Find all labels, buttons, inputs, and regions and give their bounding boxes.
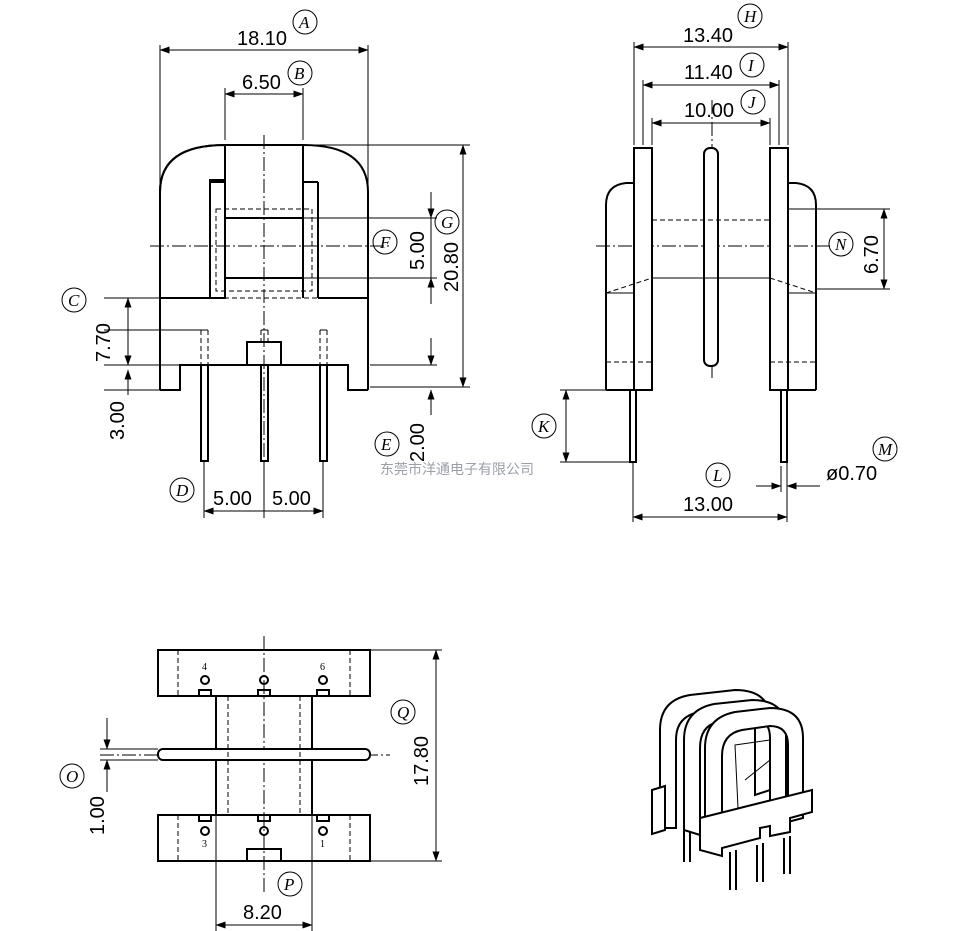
dim-a-value: 18.10 xyxy=(237,28,287,50)
dim-h-value: 13.40 xyxy=(683,25,733,47)
label-q: Q xyxy=(397,703,409,722)
label-c: C xyxy=(68,291,80,310)
label-d: D xyxy=(175,481,189,500)
label-b: B xyxy=(294,64,305,83)
dim-d-left-value: 5.00 xyxy=(213,488,252,510)
label-l: L xyxy=(712,466,722,485)
dim-f-value: 5.00 xyxy=(407,231,429,270)
dim-l-value: 13.00 xyxy=(683,494,733,516)
dim-c-value: 7.70 xyxy=(93,323,115,362)
side-view: 13.40 H 11.40 I 10.00 J 6.70 N K 13.00 L… xyxy=(531,3,898,522)
label-i: I xyxy=(747,56,755,75)
label-e: E xyxy=(380,435,392,454)
dim-m-value: ø0.70 xyxy=(826,463,877,485)
pin-number-1: 1 xyxy=(320,839,325,850)
dim-n-value: 6.70 xyxy=(861,235,883,274)
dim-q-value: 17.80 xyxy=(411,736,433,786)
company-watermark: 东莞市洋通电子有限公司 xyxy=(380,461,534,478)
label-o: O xyxy=(66,767,78,786)
pin-number-3: 3 xyxy=(202,839,207,850)
label-a: A xyxy=(298,13,310,32)
dim-e-value: 2.00 xyxy=(407,423,429,462)
dim-pin-height-value: 3.00 xyxy=(107,401,129,440)
label-j: J xyxy=(748,93,757,112)
label-f: F xyxy=(379,233,391,252)
dim-p-value: 8.20 xyxy=(243,902,282,924)
dim-i-value: 11.40 xyxy=(684,62,733,84)
dim-g-value: 20.80 xyxy=(441,242,463,292)
label-h: H xyxy=(743,7,758,26)
dim-d-right-value: 5.00 xyxy=(272,488,311,510)
dim-b-value: 6.50 xyxy=(242,72,281,94)
dim-o-value: 1.00 xyxy=(87,796,109,835)
label-k: K xyxy=(537,417,551,436)
front-view: 18.10 A 6.50 B 20.80 G 5.00 F 2.00 E 7.7… xyxy=(61,9,470,518)
label-n: N xyxy=(834,235,848,254)
label-g: G xyxy=(441,213,453,232)
label-m: M xyxy=(877,440,893,459)
pin-number-4: 4 xyxy=(202,662,207,673)
pin-number-6: 6 xyxy=(320,662,325,673)
top-view: 4 6 3 1 17.80 Q 1.00 O 8.20 P xyxy=(59,636,442,931)
label-p: P xyxy=(283,875,294,894)
isometric-view xyxy=(651,688,813,890)
dim-j-value: 10.00 xyxy=(684,100,734,122)
